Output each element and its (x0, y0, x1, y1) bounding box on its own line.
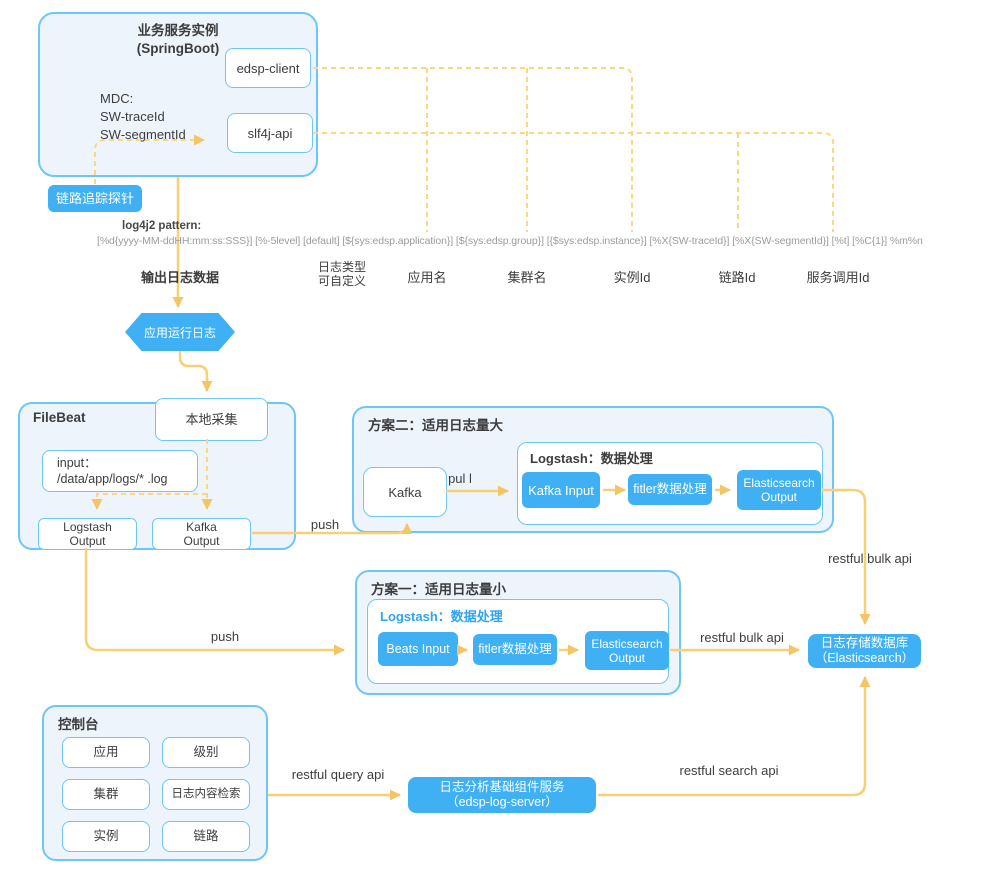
plan1-filter-node: fitler数据处理 (473, 634, 557, 665)
plan1-filter-label: fitler数据处理 (478, 642, 552, 656)
field-log-type: 日志类型 可自定义 (304, 260, 380, 288)
mdc-text: MDC: SW-traceId SW-segmentId (100, 90, 186, 144)
edsp-client-label: edsp-client (236, 60, 300, 76)
plan1-es-output-node: Elasticsearch Output (585, 631, 669, 670)
restful-query-label: restful query api (291, 767, 385, 782)
plan2-title: 方案二：适用日志量大 (368, 418, 503, 433)
console-box: 控制台 应用 级别 集群 日志内容检索 实例 链路 (42, 705, 268, 861)
kafka-output-line2: Output (183, 534, 220, 548)
logstash-output-node: Logstash Output (38, 518, 137, 550)
push-bottom-label: push (210, 629, 240, 644)
kafka-output-line1: Kafka (186, 520, 217, 534)
plan1-es-output-line1: Elasticsearch (591, 636, 663, 651)
console-item-log-search-label: 日志内容检索 (171, 788, 241, 800)
console-title: 控制台 (58, 717, 99, 732)
log-server-node: 日志分析基础组件服务 （edsp-log-server） (408, 777, 596, 813)
logstash-output-line2: Output (69, 534, 106, 548)
beats-input-label: Beats Input (386, 641, 450, 656)
console-item-trace: 链路 (162, 821, 250, 852)
plan2-logstash-title: Logstash：数据处理 (530, 451, 653, 466)
plan2-es-output-line1: Elasticsearch (743, 476, 815, 490)
plan1-es-output-line2: Output (608, 650, 646, 665)
logstash-output-line1: Logstash (63, 520, 112, 534)
console-item-level: 级别 (162, 737, 250, 768)
kafka-label: Kafka (388, 484, 422, 500)
app-running-log-hexagon: 应用运行日志 (125, 313, 235, 351)
beats-input-node: Beats Input (378, 632, 458, 666)
plan2-filter-node: fitler数据处理 (628, 474, 712, 505)
console-item-log-search: 日志内容检索 (162, 779, 250, 810)
springboot-title: 业务服务实例 (SpringBoot) (40, 22, 316, 58)
plan2-es-output-line2: Output (760, 490, 798, 504)
restful-bulk-mid-label: restful bulk api (700, 630, 784, 645)
plan1-title: 方案一：适用日志量小 (371, 582, 506, 597)
console-item-instance-label: 实例 (93, 829, 119, 843)
filebeat-title: FileBeat (33, 410, 86, 425)
console-item-app: 应用 (62, 737, 150, 768)
log4j2-pattern-label: log4j2 pattern: (122, 220, 202, 232)
input-path-line2: /data/app/logs/* .log (57, 472, 168, 486)
field-log-type-line1: 日志类型 (317, 260, 366, 274)
es-store-line1: 日志存储数据库 (820, 635, 909, 650)
console-item-instance: 实例 (62, 821, 150, 852)
console-item-cluster-label: 集群 (93, 787, 119, 801)
log-server-line1: 日志分析基础组件服务 (439, 779, 565, 794)
trace-probe-label: 链路追踪探针 (55, 191, 134, 206)
input-path-node: input： /data/app/logs/* .log (42, 450, 198, 492)
pull-label: pul l (448, 471, 472, 486)
es-store-line2: （Elasticsearch） (814, 651, 915, 665)
plan1-logstash-title: Logstash：数据处理 (380, 609, 503, 624)
field-service-call-id: 服务调用Id (806, 270, 870, 285)
field-cluster-name: 集群名 (507, 270, 547, 285)
kafka-node: Kafka (363, 467, 447, 517)
edge-hexagon-to-local (178, 351, 213, 392)
mdc-line2: SW-traceId (100, 109, 165, 124)
local-collect-label: 本地采集 (185, 412, 238, 427)
field-instance-id: 实例Id (613, 270, 651, 285)
console-item-trace-label: 链路 (193, 829, 219, 843)
mdc-line3: SW-segmentId (100, 127, 186, 142)
plan2-es-output-node: Elasticsearch Output (737, 470, 821, 510)
field-app-name: 应用名 (407, 270, 447, 285)
push-top-label: push (310, 517, 340, 532)
log4j2-pattern-text: [%d{yyyy-MM-ddHH:mm:ss:SSS}] [%-5level] … (97, 235, 923, 247)
springboot-service-box: 业务服务实例 (SpringBoot) MDC: SW-traceId SW-s… (38, 12, 318, 177)
edge-slf4j-columns (313, 132, 834, 232)
springboot-title-line1: 业务服务实例 (137, 23, 219, 38)
console-item-app-label: 应用 (93, 745, 119, 759)
input-path-line1: input： (57, 456, 97, 470)
edge-edspclient-columns (313, 67, 633, 232)
kafka-output-node: Kafka Output (152, 518, 251, 550)
field-output-log: 输出日志数据 (140, 270, 219, 285)
field-trace-id: 链路Id (718, 270, 756, 285)
springboot-title-line2: (SpringBoot) (136, 41, 220, 56)
field-log-type-line2: 可自定义 (317, 274, 366, 288)
kafka-input-label: Kafka Input (528, 482, 594, 498)
restful-bulk-top-label: restful bulk api (828, 551, 912, 566)
mdc-line1: MDC: (100, 91, 134, 106)
app-running-log-label: 应用运行日志 (143, 325, 216, 340)
trace-probe-badge: 链路追踪探针 (48, 185, 142, 212)
plan2-filter-label: fitler数据处理 (633, 482, 707, 496)
restful-search-label: restful search api (679, 763, 779, 778)
console-item-cluster: 集群 (62, 779, 150, 810)
slf4j-api-node: slf4j-api (227, 113, 313, 153)
log-server-line2: （edsp-log-server） (446, 795, 558, 809)
slf4j-api-label: slf4j-api (247, 125, 293, 141)
local-collect-node: 本地采集 (155, 398, 268, 441)
kafka-input-node: Kafka Input (522, 472, 600, 508)
edsp-client-node: edsp-client (225, 48, 311, 88)
console-item-level-label: 级别 (193, 745, 219, 759)
es-store-node: 日志存储数据库 （Elasticsearch） (808, 634, 921, 668)
